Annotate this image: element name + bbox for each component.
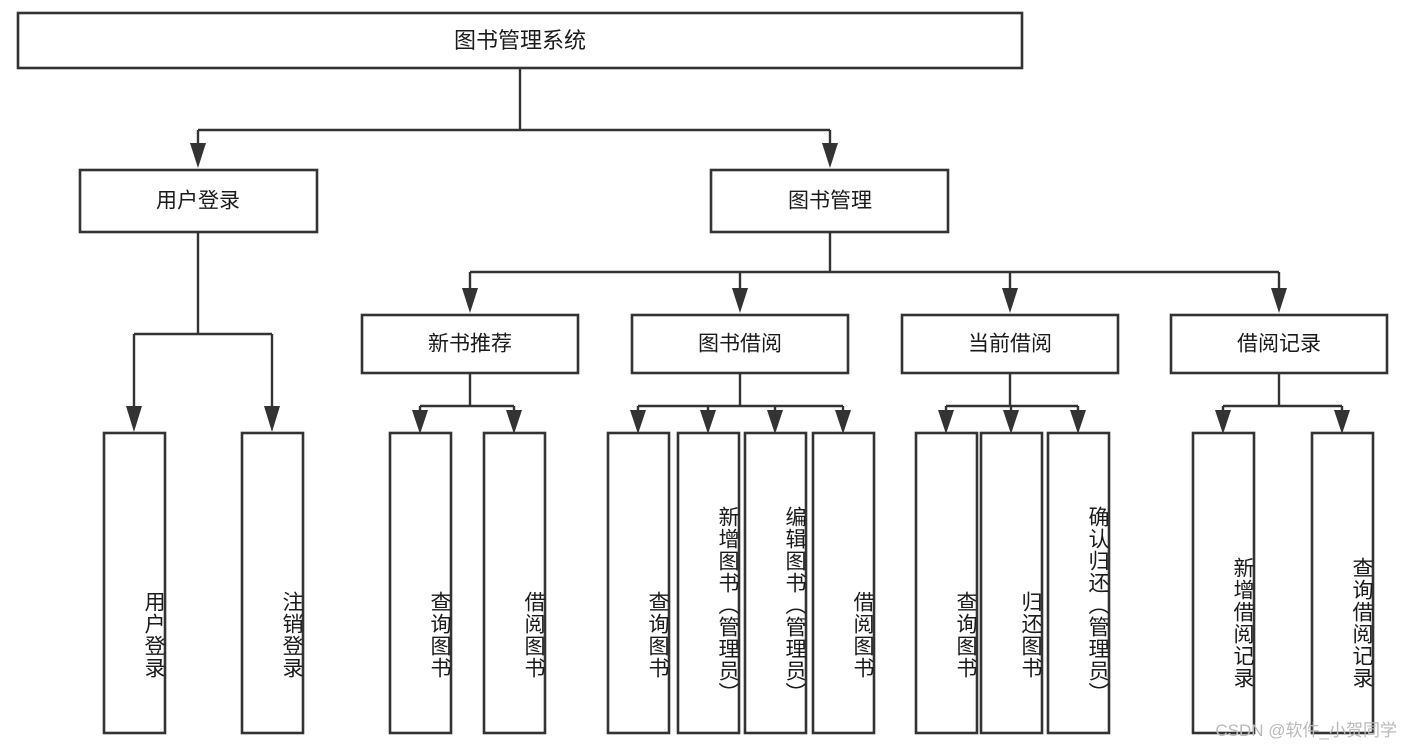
arrow-head-book-borrow <box>732 288 748 313</box>
leaf-box-logout[interactable] <box>240 431 305 735</box>
leaf-box-bb-edit-book[interactable] <box>743 431 808 735</box>
leaf-box-cb-return-book[interactable] <box>979 431 1044 735</box>
node-book-management[interactable]: 图书管理 <box>709 168 950 234</box>
arrow-head-br-leaf1 <box>1215 410 1231 434</box>
arrow-head-cb-leaf2 <box>1003 410 1019 434</box>
node-new-book-recommend-label: 新书推荐 <box>428 333 512 356</box>
node-borrow-record[interactable]: 借阅记录 <box>1169 313 1389 375</box>
connector-group-book-borrow <box>630 374 851 434</box>
node-new-book-recommend[interactable]: 新书推荐 <box>360 313 580 375</box>
leaf-box-bb-borrow-book[interactable] <box>811 431 876 735</box>
node-user-login-box[interactable] <box>78 168 319 234</box>
connector-group-current-borrow <box>938 374 1086 434</box>
node-current-borrow[interactable]: 当前借阅 <box>900 313 1120 375</box>
leaf-box-br-query-record[interactable] <box>1310 431 1375 735</box>
connector-group-new-book <box>412 374 522 434</box>
arrow-head-cb-leaf1 <box>938 410 954 434</box>
leaf-box-user-login[interactable] <box>102 431 167 735</box>
connector-group-borrow-record <box>1215 374 1350 434</box>
arrow-head-leaf-logout <box>264 406 280 432</box>
node-user-login[interactable]: 用户登录 <box>78 168 319 234</box>
arrow-head-br-leaf2 <box>1334 410 1350 434</box>
arrow-head-leaf-user-login <box>126 406 142 432</box>
node-borrow-record-box[interactable] <box>1169 313 1389 375</box>
leaf-box-br-add-record[interactable] <box>1191 431 1256 735</box>
arrow-head-book-mgmt <box>822 143 838 168</box>
arrow-head-current-borrow <box>1002 288 1018 313</box>
arrow-head-bb-leaf2 <box>700 410 716 434</box>
node-current-borrow-box[interactable] <box>900 313 1120 375</box>
node-book-management-box[interactable] <box>709 168 950 234</box>
arrow-head-nb-leaf1 <box>412 410 428 434</box>
arrow-head-borrow-record <box>1271 288 1287 313</box>
leaf-box-bb-add-book[interactable] <box>676 431 741 735</box>
arrow-head-user-login <box>190 143 206 168</box>
connector-group-book-mgmt <box>462 233 1287 313</box>
arrow-head-bb-leaf4 <box>835 410 851 434</box>
connector-group-root <box>190 69 838 168</box>
node-book-management-label: 图书管理 <box>788 190 872 213</box>
arrow-head-nb-leaf2 <box>506 410 522 434</box>
node-book-borrow-label: 图书借阅 <box>698 333 782 356</box>
arrow-head-cb-leaf3 <box>1070 410 1086 434</box>
leaf-box-nb-query-book[interactable] <box>388 431 453 735</box>
node-book-borrow[interactable]: 图书借阅 <box>630 313 850 375</box>
connector-group-user-login <box>126 233 280 432</box>
leaf-box-cb-confirm-return[interactable] <box>1046 431 1111 735</box>
node-root[interactable]: 图书管理系统 <box>16 11 1024 70</box>
leaf-box-cb-query-book[interactable] <box>914 431 979 735</box>
node-new-book-recommend-box[interactable] <box>360 313 580 375</box>
leaf-box-bb-query-book[interactable] <box>606 431 671 735</box>
node-root-label: 图书管理系统 <box>454 28 586 53</box>
node-user-login-label: 用户登录 <box>156 190 240 213</box>
leaf-box-nb-borrow-book[interactable] <box>482 431 547 735</box>
node-current-borrow-label: 当前借阅 <box>968 333 1052 356</box>
arrow-head-bb-leaf3 <box>767 410 783 434</box>
watermark-text: CSDN @软件_小贺同学 <box>1215 721 1397 740</box>
arrow-head-new-book <box>462 288 478 313</box>
arrow-head-bb-leaf1 <box>630 410 646 434</box>
node-book-borrow-box[interactable] <box>630 313 850 375</box>
node-root-box[interactable] <box>16 11 1024 70</box>
node-borrow-record-label: 借阅记录 <box>1237 333 1321 356</box>
